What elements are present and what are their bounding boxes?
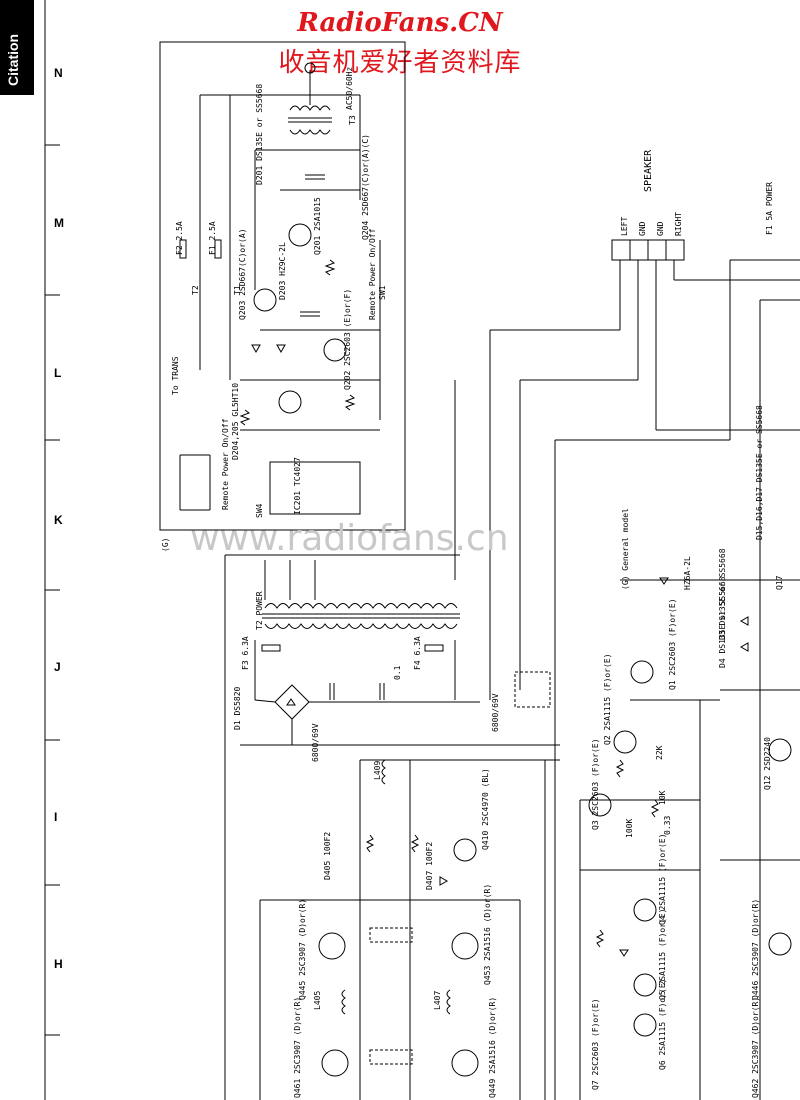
d407-label: D407 100F2 [425, 842, 434, 890]
f2-label: F2 2.5A [175, 221, 184, 255]
q446-label: Q446 2SC3907 (D)or(R) [751, 899, 760, 1000]
q449-label: Q449 2SA1516 (D)or(R) [488, 997, 497, 1098]
d3-label: D3 DS135E or SS5668 [718, 548, 727, 640]
speaker-connector [454, 239, 800, 1100]
d201-label: D201 DS135E or SS5668 [255, 84, 264, 185]
q201-label: Q201 2SA1015 [313, 197, 322, 255]
cap-01-label: 0.1 [393, 665, 402, 680]
remote-power-label: Remote Power On/Off [221, 418, 230, 510]
q17-label: Q17 [775, 575, 784, 590]
d204-205-label: D204,205 GL5HT10 [231, 383, 240, 460]
q5-label: Q5 2SA1115 (F)or(E) [658, 908, 667, 1000]
site-name: RadioFans.CN [297, 8, 503, 38]
q203-label: Q203 2SD667(C)or(A) [238, 228, 247, 320]
sw4-label: SW4 [255, 503, 264, 518]
l405-label: L405 [313, 991, 322, 1010]
q7-label: Q7 2SC2603 (F)or(E) [591, 998, 600, 1090]
site-cn-title: 收音机爱好者资料库 [278, 48, 522, 78]
r22k-label: 22K [655, 745, 664, 760]
t3-label: T3 [348, 115, 357, 125]
gnd-label-1: GND [638, 221, 647, 236]
t2-power-label: T2 POWER [255, 591, 264, 630]
schematic-labels: SPEAKER LEFT GND GND RIGHT (G) General m… [161, 66, 784, 1098]
q410-label: Q410 2SC4970 (BL) [481, 768, 490, 850]
d405-label: D405 100F2 [323, 832, 332, 880]
remote-power-block [159, 41, 406, 531]
frame [44, 0, 60, 1100]
f4-label: F4 6.3A [413, 636, 422, 670]
q1-label: Q1 2SC2603 (F)or(E) [668, 598, 677, 690]
option-boxes [369, 671, 551, 1065]
d4-label: D4 DS135E or SS5668 [718, 576, 727, 668]
f1-label: F1 2.5A [208, 221, 217, 255]
hz6a-label: HZ6A-2L [683, 556, 692, 590]
l407-label: L407 [433, 991, 442, 1010]
d203-label: D203 HZ9C-2L [278, 242, 287, 300]
q3-label: Q3 2SC2603 (F)or(E) [591, 738, 600, 830]
power-transformer [224, 554, 560, 1100]
q4-label: Q4 2SA1115 (F)or(E) [658, 833, 667, 925]
q12-label: Q12 2SD2240 [763, 737, 772, 790]
t2-label: T2 [191, 285, 200, 295]
l409-label: L409 [373, 761, 382, 780]
q6-label: Q6 2SA1115 (F)or(E) [658, 978, 667, 1070]
v6800b-label: 6800/69V [491, 693, 500, 732]
r100k-label: 100K [625, 819, 634, 838]
d1-label: D1 DS5820 [233, 686, 242, 730]
v6800-label: 6800/69V [311, 723, 320, 762]
amp-section [259, 439, 800, 1100]
t1-label: T1 [233, 285, 242, 295]
zone-l: L [54, 366, 62, 380]
side-tab: Citation [0, 0, 34, 95]
ac-label: AC50/60Hz [345, 66, 354, 110]
q202-label: Q202 2SC2603 (E)or(F) [343, 289, 352, 390]
zone-j: J [54, 660, 61, 674]
speaker-label: SPEAKER [643, 149, 654, 192]
right-label: RIGHT [674, 212, 683, 236]
f1-power-label: F1 5A POWER [765, 182, 774, 235]
gnd-label-2: GND [656, 221, 665, 236]
remote-power-label-2: Remote Power On/Off [368, 228, 377, 320]
cap-033-label: 0.33 [663, 816, 672, 835]
q462-label: Q462 2SC3907 (D)or(R) [751, 997, 760, 1098]
zone-n: N [54, 66, 63, 80]
q461-label: Q461 2SC3907 (D)or(R) [293, 997, 302, 1098]
left-label: LEFT [620, 217, 629, 236]
q204-label: Q204 2SD667(C)or(A)(C) [361, 134, 370, 240]
q453-label: Q453 2SA1516 (D)or(R) [483, 884, 492, 985]
watermark: www.radiofans.cn [190, 518, 509, 559]
g-mark: (G) [161, 538, 170, 552]
zone-h: H [54, 957, 63, 971]
q2-label: Q2 2SA1115 (F)or(E) [603, 653, 612, 745]
general-model-label: (G) General model [621, 508, 630, 590]
zone-i: I [54, 810, 58, 824]
header: RadioFans.CN 收音机爱好者资料库 [0, 0, 800, 80]
d15-label: D15,D16,D17 DS135E or SS5668 [755, 405, 764, 540]
ic201-label: IC201 TC4027 [293, 457, 302, 515]
q445-label: Q445 2SC3907 (D)or(R) [298, 899, 307, 1000]
f3-label: F3 6.3A [241, 636, 250, 670]
zone-k: K [54, 513, 63, 527]
zone-m: M [54, 216, 64, 230]
to-trans-label: To TRANS [171, 356, 180, 395]
r10k-label: 10K [658, 790, 667, 805]
sw1-label: SW1 [378, 285, 387, 300]
